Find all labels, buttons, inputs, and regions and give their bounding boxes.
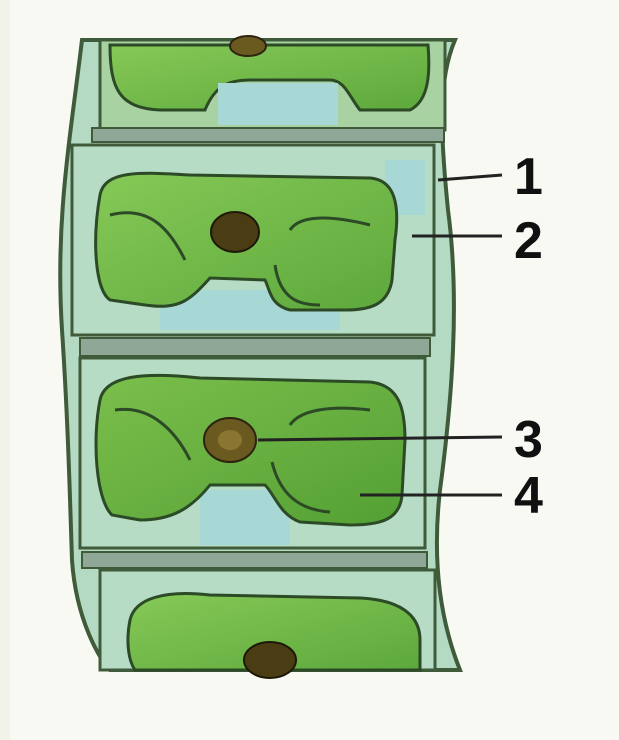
- bottom-cell: [100, 570, 435, 678]
- label-line-1: [438, 175, 502, 180]
- label-4: 4: [514, 467, 543, 525]
- top-cell: [100, 36, 445, 130]
- label-1: 1: [514, 148, 543, 206]
- cell-2: [80, 358, 425, 548]
- cell-1: [72, 145, 434, 335]
- cross-wall: [80, 338, 430, 356]
- cross-wall: [82, 552, 427, 568]
- cross-wall: [92, 128, 444, 142]
- nucleus-icon: [211, 212, 259, 252]
- label-3: 3: [514, 411, 543, 469]
- label-2: 2: [514, 212, 543, 270]
